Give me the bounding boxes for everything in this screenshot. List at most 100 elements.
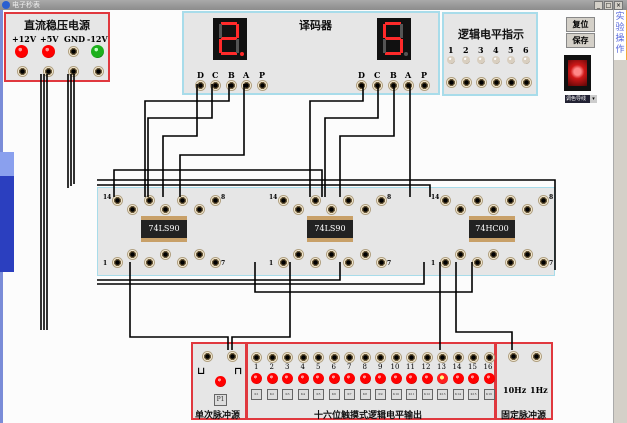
logic-output-jack[interactable] — [391, 353, 401, 362]
decoder2-a-jack[interactable] — [404, 81, 413, 90]
touch-key[interactable]: K11 — [406, 389, 417, 400]
maximize-button[interactable]: □ — [604, 1, 613, 10]
ic-socket-jack[interactable] — [161, 250, 170, 259]
pulse-10hz-jack[interactable] — [509, 352, 518, 361]
minus12v-jack[interactable] — [94, 67, 103, 76]
ic-socket-jack[interactable] — [506, 258, 515, 267]
ic-socket-jack[interactable] — [279, 258, 288, 267]
ic-socket-jack[interactable] — [361, 250, 370, 259]
ic-socket-jack[interactable] — [195, 205, 204, 214]
touch-key[interactable]: K7 — [344, 389, 355, 400]
ic-socket-jack[interactable] — [279, 196, 288, 205]
ic-socket-jack[interactable] — [344, 196, 353, 205]
decoder1-p-jack[interactable] — [258, 81, 267, 90]
ic-socket-jack[interactable] — [489, 205, 498, 214]
ic-socket-jack[interactable] — [128, 250, 137, 259]
logic-output-jack[interactable] — [252, 353, 261, 362]
save-button[interactable]: 保存 — [566, 33, 595, 48]
ic-socket-jack[interactable] — [377, 258, 386, 267]
touch-key[interactable]: K14 — [452, 389, 464, 400]
decoder1-c-jack[interactable] — [211, 81, 220, 90]
ic-socket-jack[interactable] — [441, 258, 450, 267]
ic-socket-jack[interactable] — [523, 205, 532, 214]
logic-output-jack[interactable] — [329, 353, 339, 362]
ic-socket-jack[interactable] — [456, 250, 465, 259]
ic-socket-jack[interactable] — [506, 196, 515, 205]
chevron-down-icon[interactable]: ▾ — [590, 95, 597, 103]
logic-output-jack[interactable] — [360, 353, 370, 362]
ic-socket-jack[interactable] — [145, 258, 154, 267]
touch-key[interactable]: K12 — [421, 389, 433, 400]
ic-socket-jack[interactable] — [539, 196, 548, 205]
touch-key[interactable]: K9 — [375, 389, 386, 400]
logic-level-jack[interactable] — [507, 78, 516, 87]
touch-key[interactable]: K16 — [483, 389, 495, 400]
logic-output-jack[interactable] — [422, 353, 432, 362]
ic-socket-jack[interactable] — [211, 196, 220, 205]
logic-output-jack[interactable] — [469, 353, 478, 362]
minimize-button[interactable]: _ — [594, 1, 603, 10]
logic-level-jack[interactable] — [492, 78, 501, 87]
ic-socket-jack[interactable] — [473, 196, 482, 205]
ic-socket-jack[interactable] — [361, 205, 370, 214]
ic-socket-jack[interactable] — [113, 258, 122, 267]
pulse-1hz-jack[interactable] — [532, 352, 541, 361]
logic-output-jack[interactable] — [407, 353, 416, 362]
plus12v-jack[interactable] — [18, 67, 27, 76]
touch-key[interactable]: K5 — [313, 389, 324, 400]
left-scroll-indicator[interactable] — [0, 152, 14, 272]
logic-level-jack[interactable] — [447, 78, 456, 87]
ic-socket-jack[interactable] — [327, 250, 336, 259]
ic-socket-jack[interactable] — [161, 205, 170, 214]
ic-socket-jack[interactable] — [128, 205, 137, 214]
logic-output-jack[interactable] — [484, 353, 494, 362]
ic-socket-jack[interactable] — [489, 250, 498, 259]
wire-color-select[interactable]: 调色导线 ▾ — [565, 95, 597, 103]
touch-key[interactable]: K8 — [359, 389, 371, 400]
touch-key[interactable]: K2 — [266, 389, 278, 400]
touch-key[interactable]: K13 — [437, 389, 448, 400]
pulse-button-p1[interactable]: P1 — [214, 394, 227, 406]
logic-output-jack[interactable] — [376, 353, 385, 362]
pulse-negative-jack[interactable] — [203, 352, 212, 361]
ic-socket-jack[interactable] — [344, 258, 353, 267]
ic-socket-jack[interactable] — [195, 250, 204, 259]
close-button[interactable]: × — [614, 1, 623, 10]
plus5v-jack[interactable] — [44, 67, 53, 76]
gnd-top-jack[interactable] — [69, 47, 78, 56]
logic-level-jack[interactable] — [477, 78, 486, 87]
ic-socket-jack[interactable] — [211, 258, 220, 267]
ic-socket-jack[interactable] — [456, 205, 465, 214]
logic-output-jack[interactable] — [345, 353, 354, 362]
touch-key[interactable]: K3 — [282, 389, 293, 400]
ic-socket-jack[interactable] — [113, 196, 122, 205]
touch-key[interactable]: K10 — [390, 389, 402, 400]
touch-key[interactable]: K4 — [297, 389, 309, 400]
logic-output-jack[interactable] — [453, 353, 463, 362]
ic-socket-jack[interactable] — [178, 196, 187, 205]
logic-level-jack[interactable] — [462, 78, 471, 87]
decoder2-d-jack[interactable] — [357, 81, 366, 90]
ic-socket-jack[interactable] — [294, 205, 303, 214]
ic-socket-jack[interactable] — [473, 258, 482, 267]
pulse-positive-jack[interactable] — [228, 352, 237, 361]
ic-socket-jack[interactable] — [178, 258, 187, 267]
decoder2-p-jack[interactable] — [420, 81, 429, 90]
ic-socket-jack[interactable] — [294, 250, 303, 259]
ic-socket-jack[interactable] — [145, 196, 154, 205]
ic-socket-jack[interactable] — [377, 196, 386, 205]
ic-socket-jack[interactable] — [327, 205, 336, 214]
touch-key[interactable]: K1 — [251, 389, 262, 400]
decoder1-b-jack[interactable] — [227, 81, 236, 90]
logic-level-jack[interactable] — [522, 78, 531, 87]
ic-socket-jack[interactable] — [441, 196, 450, 205]
logic-output-jack[interactable] — [314, 353, 323, 362]
touch-key[interactable]: K6 — [328, 389, 340, 400]
logic-output-jack[interactable] — [283, 353, 292, 362]
logic-output-jack[interactable] — [267, 353, 277, 362]
ic-socket-jack[interactable] — [311, 196, 320, 205]
ic-socket-jack[interactable] — [311, 258, 320, 267]
logic-output-jack[interactable] — [438, 353, 447, 362]
reset-button[interactable]: 复位 — [566, 17, 595, 32]
ic-socket-jack[interactable] — [539, 258, 548, 267]
